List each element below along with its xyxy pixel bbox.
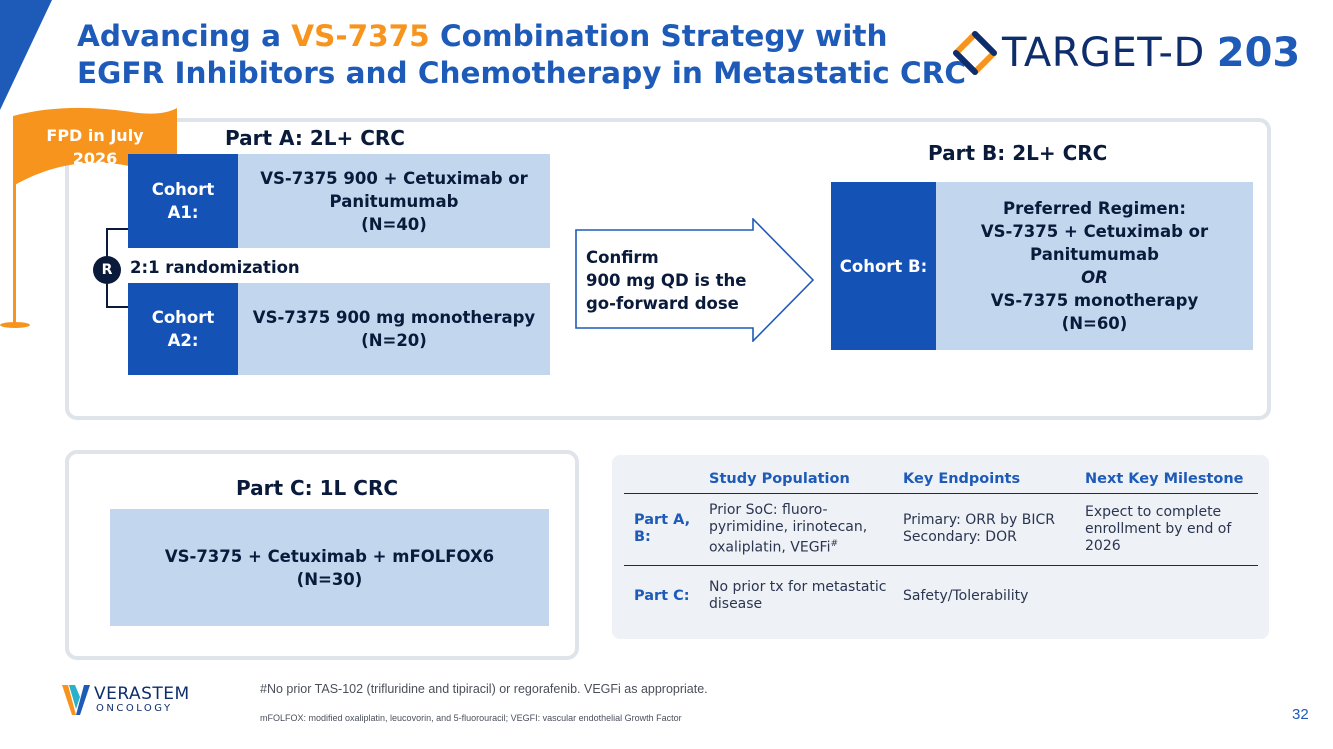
cohort-a2-label: Cohort A2: [128,283,238,375]
secondary-endpoint: Secondary: DOR [903,529,1017,545]
table-row: Part A, B: Prior SoC: fluoro-pyrimidine,… [624,493,1258,565]
cohort-b-line4: VS-7375 monotherapy [990,291,1199,310]
row-endpoints: Primary: ORR by BICR Secondary: DOR [903,493,1085,565]
corner-decoration [0,0,52,110]
cohort-a2-body: VS-7375 900 mg monotherapy (N=20) [238,283,550,375]
row-population: Prior SoC: fluoro-pyrimidine, irinotecan… [709,493,903,565]
flag-text: FPD in July 2026 [46,126,144,168]
cohort-a1-label: Cohort A1: [128,154,238,248]
cohort-b-body: Preferred Regimen: VS-7375 + Cetuximab o… [936,182,1253,350]
title-line-2: EGFR Inhibitors and Chemotherapy in Meta… [77,56,967,90]
cohort-b-line2: VS-7375 + Cetuximab or [980,222,1209,241]
table-header-blank [624,465,709,493]
footnote-2: mFOLFOX: modified oxaliplatin, leucovori… [260,713,682,723]
cohort-a1-line3: (N=40) [361,214,427,234]
trial-logo-name: TARGET-D [1002,30,1205,76]
company-logo: VERASTEM ONCOLOGY [60,683,190,717]
arrow-line3: go-forward dose [586,294,739,313]
target-diamond-icon [953,31,997,75]
row-endpoints: Safety/Tolerability [903,587,1029,604]
row-label: Part A, B: [634,512,691,545]
trial-logo: TARGET-D 203 [952,30,1300,76]
table-header-milestone: Next Key Milestone [1085,470,1244,487]
row-label: Part C: [634,587,690,604]
arrow-line1: Confirm [586,248,659,267]
verastem-v-icon [62,685,90,715]
population-text: Prior SoC: fluoro-pyrimidine, irinotecan… [709,501,868,556]
part-c-heading: Part C: 1L CRC [236,476,399,500]
cohort-b-line3: Panitumumab [1030,245,1159,264]
cohort-a1-line1: VS-7375 900 + Cetuximab or [260,168,528,188]
cohort-a2-line1: VS-7375 900 mg monotherapy [252,308,536,327]
title-highlight: VS-7375 [291,19,430,53]
part-c-line1: VS-7375 + Cetuximab + mFOLFOX6 [164,546,495,566]
part-c-body: VS-7375 + Cetuximab + mFOLFOX6 (N=30) [110,509,549,626]
primary-endpoint: Primary: ORR by BICR [903,512,1056,528]
footnote-1: #No prior TAS-102 (trifluridine and tipi… [260,682,708,696]
summary-table: Study Population Key Endpoints Next Key … [624,465,1258,627]
table-header-row: Study Population Key Endpoints Next Key … [624,465,1258,493]
title-pre: Advancing a [77,19,292,53]
cohort-a2-row: Cohort A2: VS-7375 900 mg monotherapy (N… [128,283,550,375]
part-b-heading: Part B: 2L+ CRC [928,141,1108,165]
randomization-badge: R [93,256,121,284]
cohort-b-or: OR [1081,268,1108,287]
row-population: No prior tx for metastatic disease [709,579,887,613]
company-subtitle: ONCOLOGY [96,703,173,714]
cohort-b-label: Cohort B: [831,182,936,350]
company-name: VERASTEM [94,684,190,704]
progression-arrow-icon [575,218,815,342]
flag-pole [13,130,16,326]
title-post: Combination Strategy with [429,19,888,53]
part-c-line2: (N=30) [296,569,363,589]
cohort-a1-body: VS-7375 900 + Cetuximab or Panitumumab (… [238,154,550,248]
row-milestone: Expect to complete enrollment by end of … [1085,503,1232,554]
footnote-marker: # [830,538,839,549]
slide-title: Advancing a VS-7375 Combination Strategy… [77,18,966,92]
cohort-a1-row: Cohort A1: VS-7375 900 + Cetuximab or Pa… [128,154,550,248]
cohort-b-line1: Preferred Regimen: [1003,199,1186,218]
part-a-heading: Part A: 2L+ CRC [225,126,405,150]
randomization-text: 2:1 randomization [130,258,300,277]
cohort-b-row: Cohort B: Preferred Regimen: VS-7375 + C… [831,182,1253,350]
arrow-text: Confirm 900 mg QD is the go-forward dose [586,246,746,315]
flag-base [0,322,30,328]
table-header-endpoints: Key Endpoints [903,470,1021,487]
cohort-a2-line2: (N=20) [361,331,427,350]
cohort-b-line5: (N=60) [1061,314,1128,333]
summary-table-background [612,455,1269,639]
arrow-line2: 900 mg QD is the [586,271,747,290]
table-header-population: Study Population [709,470,850,487]
row-milestone [1085,565,1258,627]
table-row: Part C: No prior tx for metastatic disea… [624,565,1258,627]
title-line-1: Advancing a VS-7375 Combination Strategy… [77,18,966,55]
page-number: 32 [1292,706,1309,723]
trial-logo-number: 203 [1216,30,1301,76]
cohort-a1-line2: Panitumumab [329,191,459,211]
